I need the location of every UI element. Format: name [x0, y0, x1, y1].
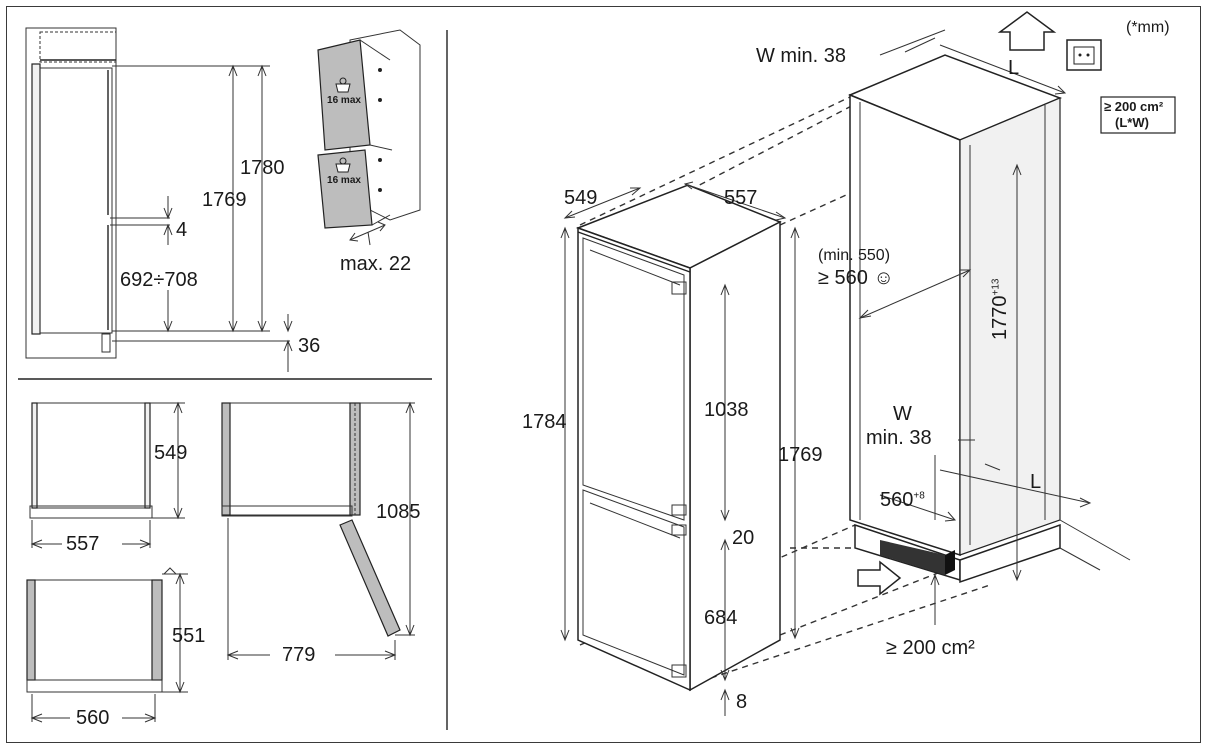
- niche-depth-plan: 551: [172, 625, 206, 647]
- niche-vent-formula: (L*W): [1115, 115, 1149, 130]
- appliance-side-height: 1769: [778, 444, 823, 466]
- niche-bottom-vent-area: ≥ 200 cm²: [886, 637, 975, 659]
- closed-width: 557: [66, 533, 100, 555]
- weight-icon: [335, 77, 351, 173]
- niche-vent-top-length: L: [1008, 57, 1020, 79]
- side-height-outer: 1780: [240, 157, 285, 179]
- niche-width-plan: 560: [76, 707, 110, 729]
- appliance-base: 8: [736, 691, 748, 713]
- side-plinth: 36: [298, 335, 321, 357]
- open-width: 779: [282, 644, 316, 666]
- niche-vent-area: ≥ 200 cm²: [1104, 99, 1164, 114]
- side-height-inner: 1769: [202, 189, 247, 211]
- niche-width-value: 560: [880, 489, 914, 511]
- niche-height-tolerance: +13: [990, 278, 1002, 296]
- open-depth: 1085: [376, 501, 421, 523]
- niche-vent-bottom-min: min. 38: [866, 427, 932, 449]
- air-intake-arrow-icon: [857, 560, 902, 596]
- niche-width-tolerance: +8: [913, 490, 925, 502]
- niche-height-value: 1770: [989, 295, 1011, 341]
- niche-vent-bottom-length: L: [1030, 471, 1042, 493]
- vent-area-box: [1100, 96, 1176, 134]
- appliance-gap: 20: [732, 527, 755, 549]
- niche-vent-bottom-w: W: [893, 403, 912, 425]
- top-view-niche: [26, 567, 188, 723]
- up-arrow-icon: [997, 11, 1057, 51]
- appliance-upper-height: 1038: [704, 399, 749, 421]
- lower-door-weight: 16 max: [327, 175, 361, 186]
- appliance-drawing: [560, 59, 1061, 716]
- top-view-open: [221, 401, 415, 660]
- upper-door-weight: 16 max: [327, 95, 361, 106]
- niche-depth-recommended: ≥ 560 ☺: [818, 267, 894, 289]
- units-note: (*mm): [1126, 19, 1170, 36]
- power-socket-icon: [1066, 39, 1102, 71]
- side-gap: 4: [176, 219, 188, 241]
- appliance-lower-height: 684: [704, 607, 738, 629]
- door-weight-drawing: [317, 29, 421, 246]
- niche-width: 560+8: [880, 490, 925, 510]
- appliance-depth: 549: [564, 187, 598, 209]
- side-view: [25, 27, 293, 372]
- niche-vent-top: W min. 38: [756, 45, 847, 67]
- closed-depth: 549: [154, 442, 188, 464]
- appliance-width: 557: [724, 187, 758, 209]
- appliance-total-height: 1784: [522, 411, 567, 433]
- top-view-closed: [29, 401, 185, 549]
- door-depth-note: max. 22: [340, 253, 412, 275]
- niche-drawing: [848, 29, 1131, 625]
- side-lower-range: 692÷708: [120, 269, 198, 291]
- niche-depth-min: (min. 550): [818, 247, 891, 264]
- niche-height: 1770+13: [989, 278, 1011, 341]
- drawing-frame: [6, 6, 1201, 743]
